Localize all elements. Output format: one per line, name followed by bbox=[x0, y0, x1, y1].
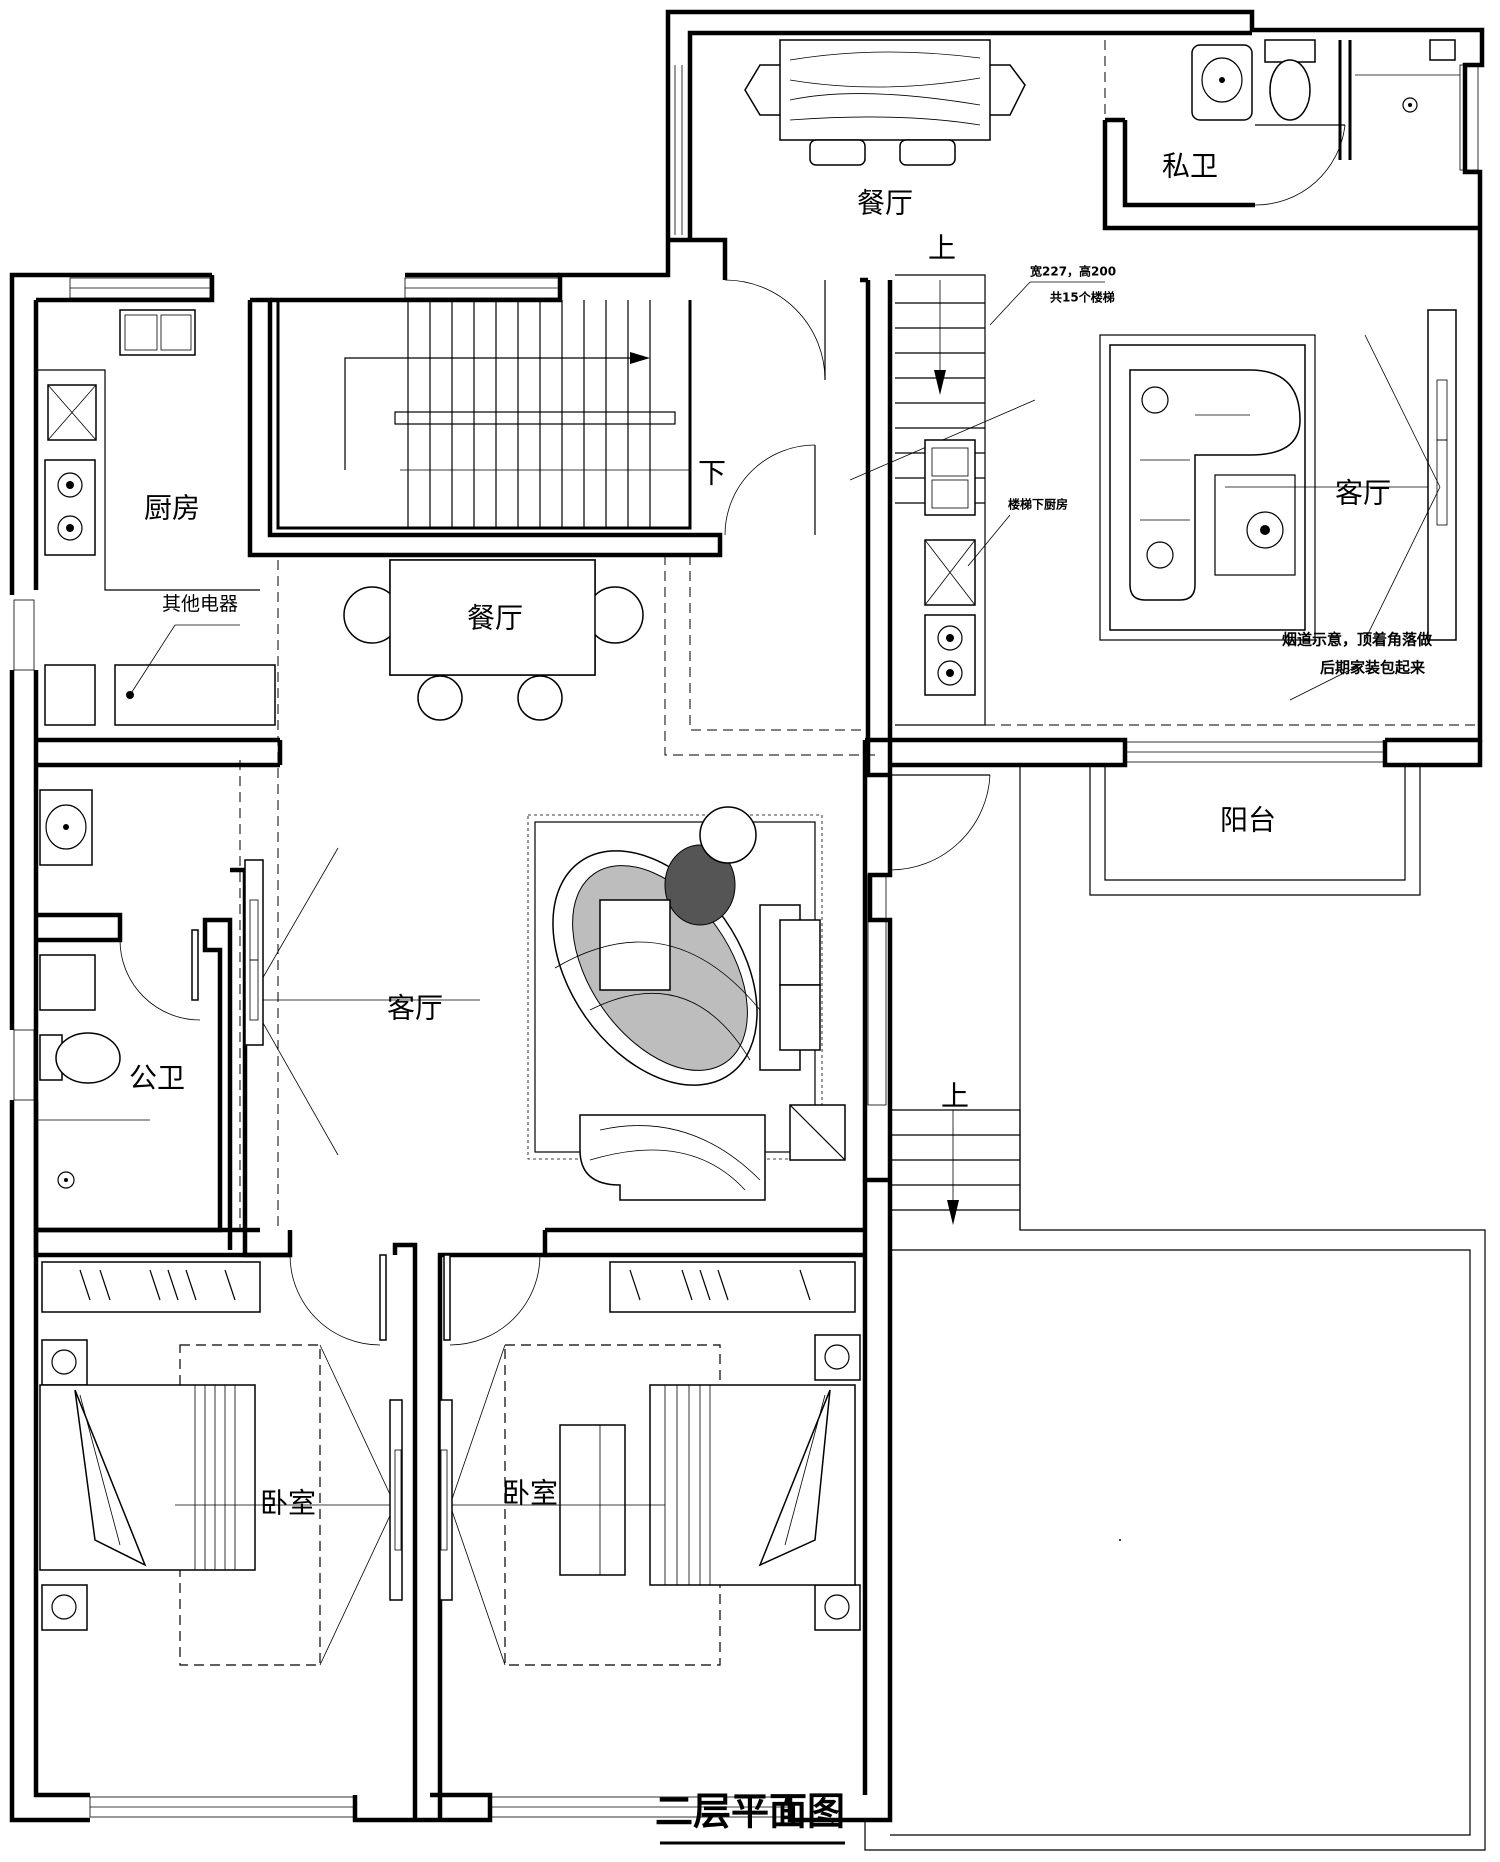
bedroom-left: 卧室 bbox=[39, 1261, 403, 1666]
stair-spec-note-2: 共15个楼梯 bbox=[1050, 290, 1115, 305]
east-living: 烟道示意，顶着角落做 后期家装包起来 客厅 bbox=[1099, 309, 1457, 701]
room-label-bedroom-left: 卧室 bbox=[260, 1487, 316, 1520]
plan-title: 二层平面图 bbox=[655, 1790, 845, 1845]
stair-spec-note-1: 宽227，高200 bbox=[1029, 264, 1116, 279]
stair-down-label: 下 bbox=[698, 457, 726, 490]
flue-note-2: 后期家装包起来 bbox=[1320, 659, 1426, 677]
east-stair: 上 楼梯下厨房 宽227，高200 共15个楼梯 bbox=[849, 232, 1116, 726]
north-dining-furniture: 餐厅 bbox=[744, 39, 1026, 220]
plan-title-text: 二层平面图 bbox=[655, 1790, 845, 1834]
flue-note-1: 烟道示意，顶着角落做 bbox=[1282, 631, 1433, 649]
room-label-living-east: 客厅 bbox=[1335, 477, 1391, 510]
private-bath: 私卫 bbox=[1162, 39, 1460, 183]
room-label-dining-north: 餐厅 bbox=[857, 187, 913, 220]
room-label-public-bath: 公卫 bbox=[129, 1062, 185, 1095]
kitchen: 其他电器 厨房 bbox=[36, 309, 276, 726]
balcony bbox=[1089, 765, 1421, 896]
central-dining-furniture: 餐厅 bbox=[343, 559, 644, 721]
room-label-living-central: 客厅 bbox=[387, 992, 443, 1025]
dashed-guides bbox=[239, 40, 1480, 1230]
main-stair: 下 bbox=[344, 300, 726, 528]
room-label-kitchen: 厨房 bbox=[144, 492, 200, 525]
central-living: 客厅 bbox=[244, 806, 846, 1201]
bedroom-right: 卧室 bbox=[439, 1261, 861, 1666]
under-stair-kitchen-note: 楼梯下厨房 bbox=[1008, 497, 1068, 512]
doors bbox=[119, 124, 1346, 1346]
room-label-dining-central: 餐厅 bbox=[467, 602, 523, 635]
public-bath: 公卫 bbox=[36, 789, 185, 1189]
stair-up-label-bottom: 上 bbox=[941, 1080, 969, 1113]
room-label-bedroom-right: 卧室 bbox=[502, 1477, 558, 1510]
room-label-private-bath: 私卫 bbox=[1162, 150, 1218, 183]
stair-up-label-top: 上 bbox=[928, 232, 956, 265]
other-appliances-label: 其他电器 bbox=[162, 593, 238, 615]
exterior-walls bbox=[9, 9, 1485, 1823]
windows bbox=[13, 64, 1479, 1818]
roof-terrace bbox=[864, 765, 1486, 1851]
southeast-stair: 上 bbox=[890, 1080, 1020, 1225]
interior-walls bbox=[36, 40, 1480, 1258]
room-label-balcony: 阳台 bbox=[1220, 804, 1276, 837]
